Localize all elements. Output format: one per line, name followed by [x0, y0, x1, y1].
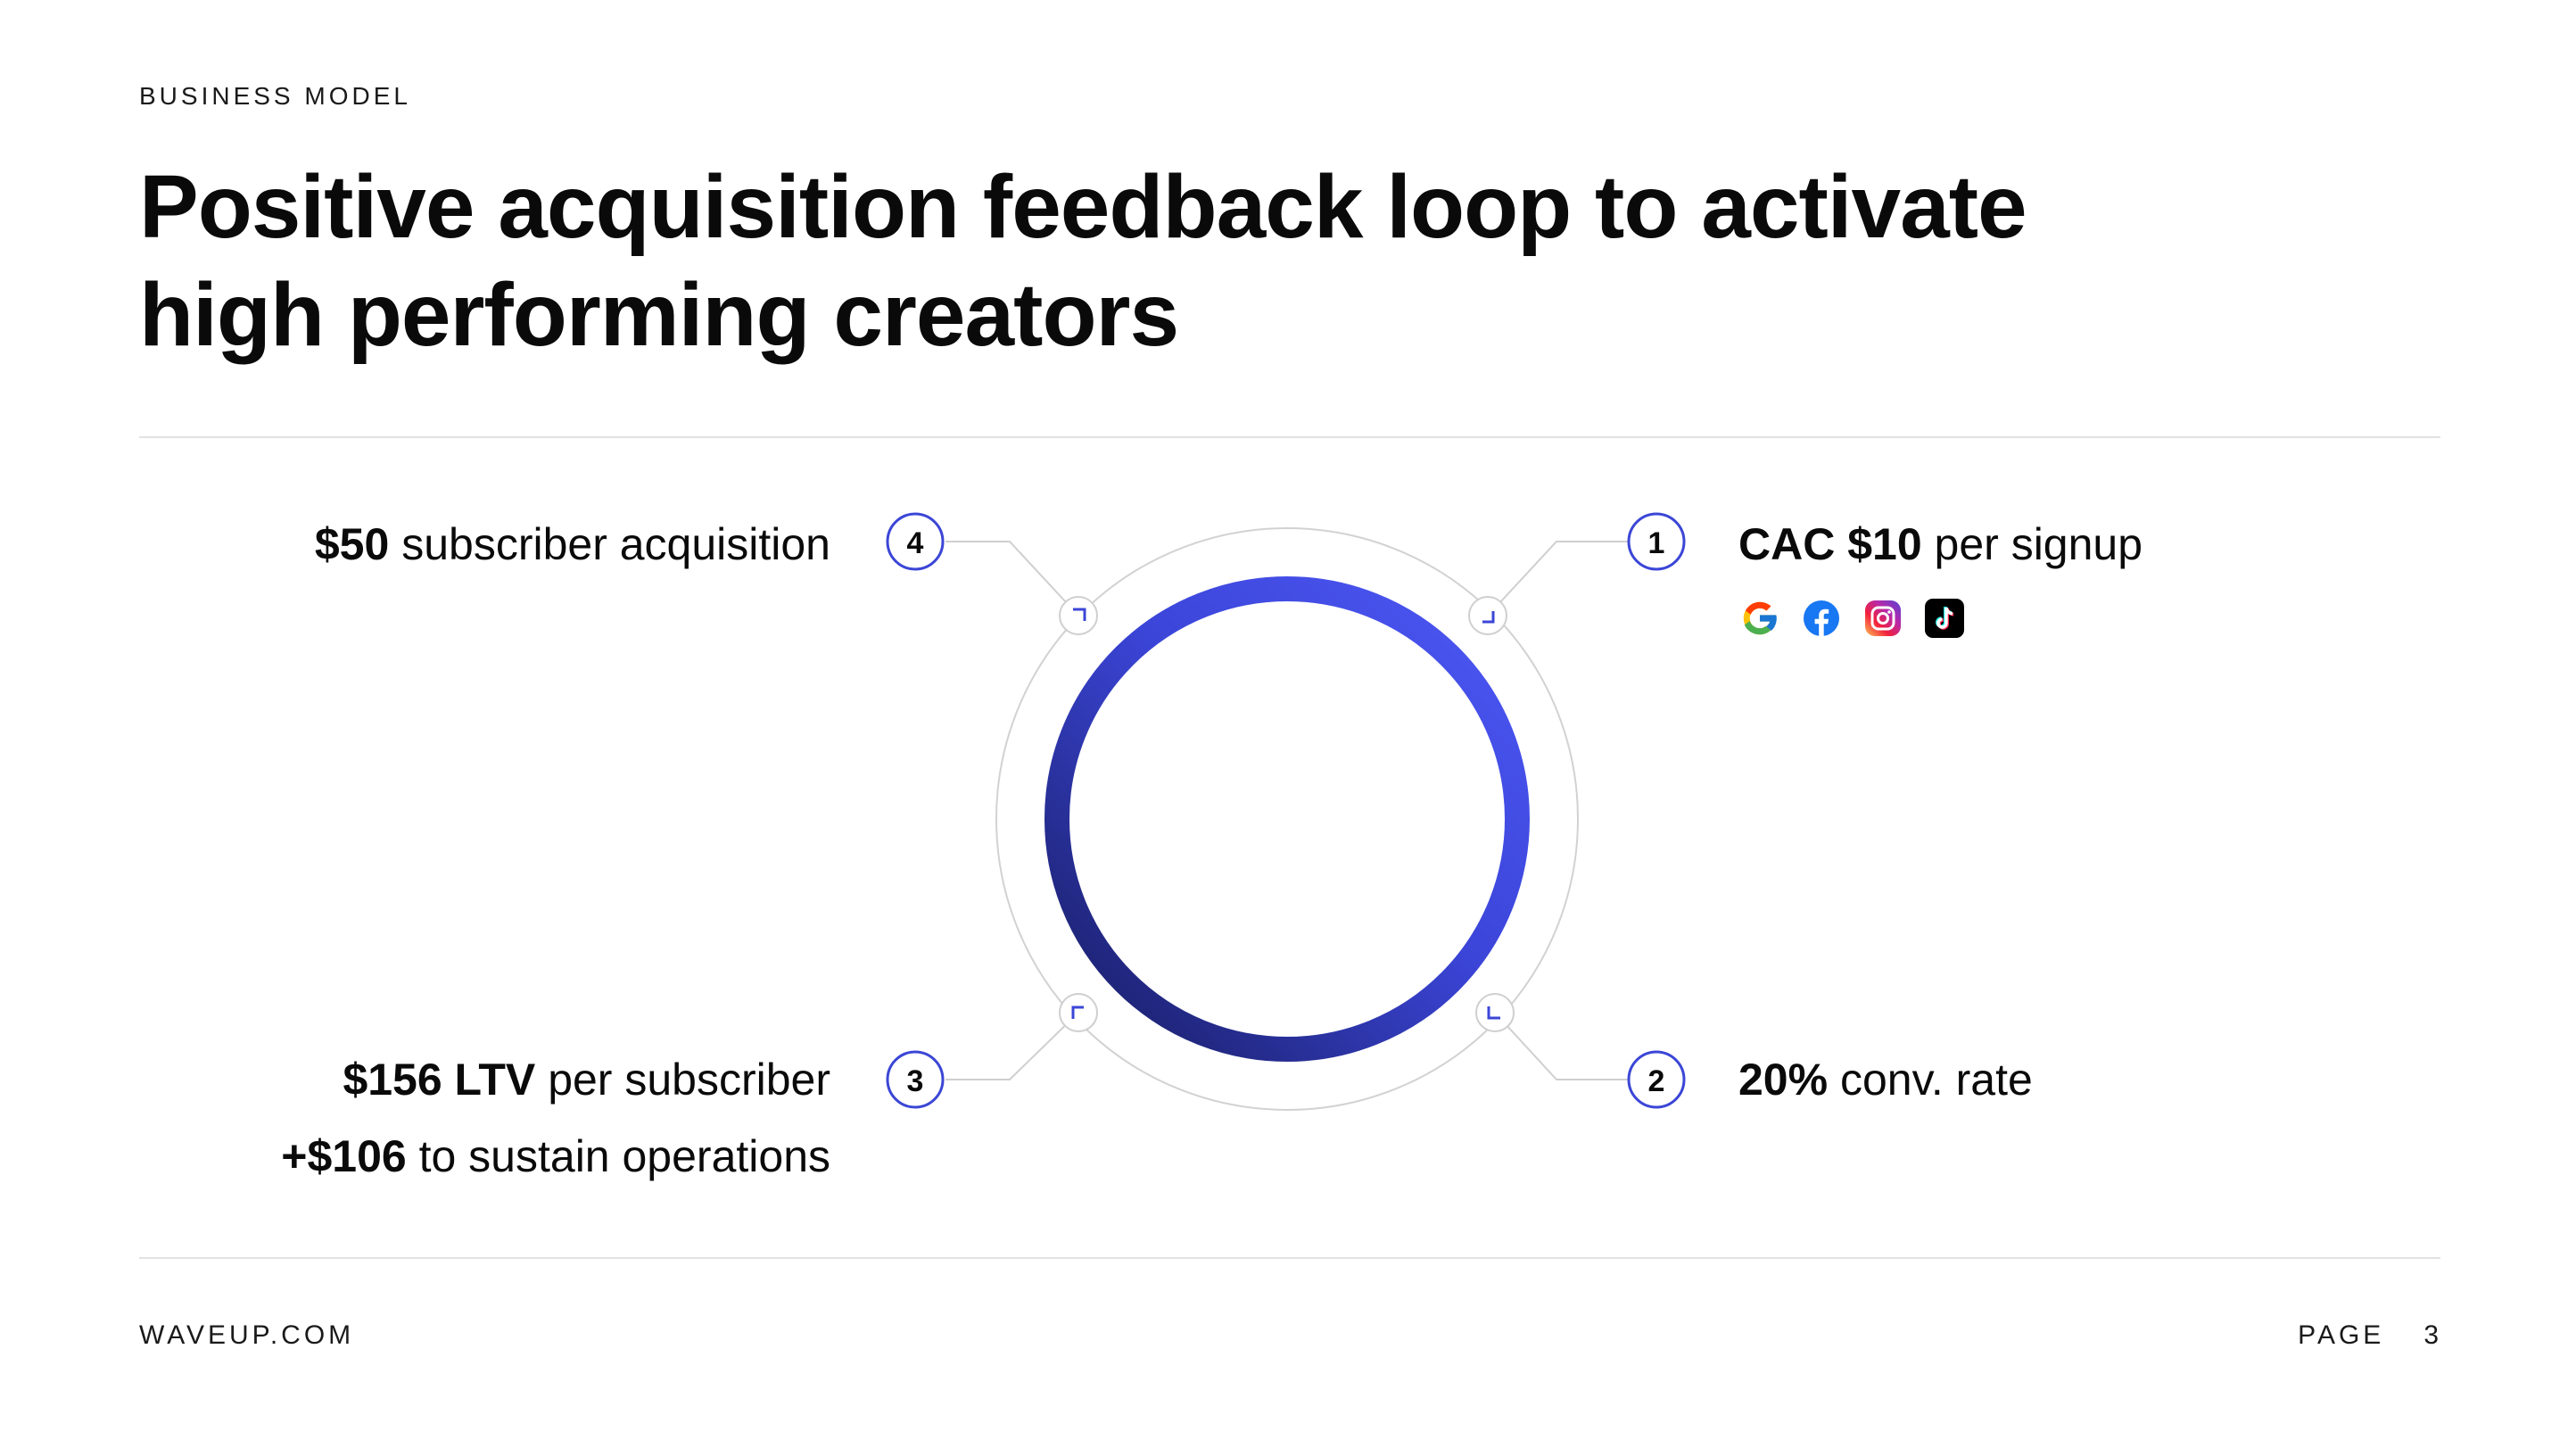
loop-ring: [1044, 576, 1530, 1062]
step-3-sublabel: +$106 to sustain operations: [281, 1130, 830, 1183]
svg-text:4: 4: [907, 526, 924, 560]
step-4-label: $50 subscriber acquisition: [315, 517, 830, 571]
step-3-label: $156 LTV per subscriber: [343, 1053, 830, 1106]
svg-text:1: 1: [1648, 526, 1665, 560]
tiktok-icon: [1925, 599, 1964, 638]
step-2-value: 20%: [1738, 1055, 1829, 1105]
step-4-value: $50: [314, 519, 390, 569]
step-2-label: 20% conv. rate: [1738, 1053, 2033, 1106]
step-badge-3: 3: [886, 1050, 945, 1109]
corner-arrow-icon: [1073, 608, 1086, 621]
step-badge-4: 4: [886, 512, 945, 571]
step-3-value: $156 LTV: [343, 1055, 536, 1105]
step-1-text: per signup: [1921, 519, 2143, 569]
page-label: PAGE: [2298, 1320, 2385, 1350]
eyebrow-label: BUSINESS MODEL: [139, 82, 411, 110]
ad-channel-icons: [1738, 597, 1966, 641]
step-3-subtext: to sustain operations: [406, 1131, 830, 1181]
corner-arrow-icon: [1487, 1006, 1500, 1020]
footer-page: PAGE 3: [2298, 1320, 2442, 1351]
connector-1: [1487, 541, 1628, 617]
instagram-icon: [1865, 600, 1901, 636]
corner-arrow-icon: [1482, 611, 1495, 624]
ring-node-2: [1475, 993, 1515, 1032]
ring-node-1: [1468, 596, 1507, 635]
ring-node-4: [1059, 596, 1098, 635]
outer-guide-circle: [995, 527, 1579, 1111]
svg-text:2: 2: [1648, 1064, 1665, 1098]
step-badge-2: 2: [1627, 1050, 1686, 1109]
page-title: Positive acquisition feedback loop to ac…: [139, 153, 2369, 369]
google-icon: [1743, 601, 1778, 635]
title-line-1: Positive acquisition feedback loop to ac…: [139, 157, 2027, 257]
page-number: 3: [2423, 1320, 2442, 1350]
step-3-text: per subscriber: [535, 1055, 830, 1105]
connector-3: [945, 1012, 1079, 1080]
ring-node-3: [1059, 993, 1098, 1032]
svg-text:3: 3: [907, 1064, 924, 1098]
top-divider: [139, 436, 2440, 438]
footer-website: WAVEUP.COM: [139, 1320, 355, 1350]
step-1-label: CAC $10 per signup: [1738, 517, 2143, 571]
connector-4: [945, 541, 1079, 617]
bottom-divider: [139, 1257, 2440, 1259]
title-line-2: high performing creators: [139, 265, 1179, 365]
connector-2: [1494, 1012, 1628, 1080]
step-4-text: subscriber acquisition: [389, 519, 830, 569]
corner-arrow-icon: [1071, 1006, 1084, 1019]
step-3-subvalue: +$106: [281, 1131, 407, 1181]
step-1-value: CAC $10: [1738, 519, 1922, 569]
step-2-text: conv. rate: [1828, 1055, 2033, 1105]
step-badge-1: 1: [1627, 512, 1686, 571]
facebook-icon: [1804, 600, 1839, 636]
